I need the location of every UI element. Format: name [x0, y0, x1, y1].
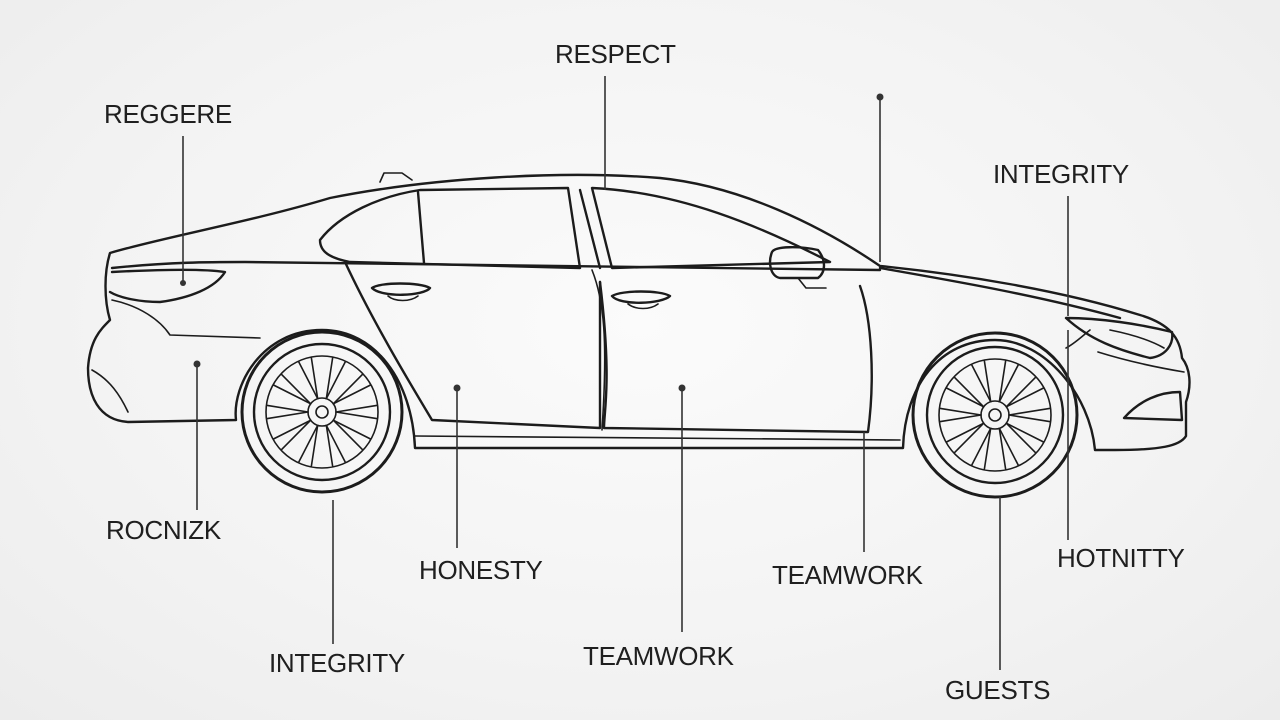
- rear-wheel-spokes: [266, 357, 378, 467]
- label-rocnizk: ROCNIZK: [106, 515, 221, 545]
- front-handle-recess: [627, 303, 659, 310]
- wheel-spoke: [971, 427, 992, 466]
- wheel-spoke: [325, 361, 346, 400]
- label-honesty: HONESTY: [419, 555, 543, 585]
- label-guests: GUESTS: [945, 675, 1051, 705]
- wheel-spoke: [280, 419, 312, 451]
- rear-lamp: [108, 268, 227, 304]
- wheel-spoke: [310, 424, 319, 467]
- wheel-spoke: [298, 361, 319, 400]
- wheel-spoke: [332, 419, 371, 440]
- side-mirror: [768, 246, 826, 280]
- side-skirt: [414, 435, 901, 441]
- front-wheel-spokes: [939, 360, 1051, 470]
- front-bumper-line: [1097, 351, 1185, 373]
- front-window: [590, 186, 832, 270]
- wheel-spoke: [1005, 387, 1044, 408]
- wheel-spoke: [946, 387, 985, 408]
- front-wheel: [911, 331, 1079, 499]
- wheel-spoke: [273, 419, 312, 440]
- label-teamwork-right: TEAMWORK: [772, 560, 923, 590]
- b-pillar: [578, 188, 602, 270]
- front-fog-lamp: [1122, 390, 1184, 422]
- wheel-spoke: [953, 422, 985, 454]
- wheel-spoke: [266, 404, 309, 413]
- wheel-spoke: [310, 357, 319, 400]
- wheel-spoke: [325, 424, 334, 467]
- wheel-spoke: [298, 424, 319, 463]
- callout-lines: [180, 76, 1069, 670]
- wheel-spoke: [266, 411, 309, 420]
- label-integrity-bottom: INTEGRITY: [269, 648, 405, 678]
- wheel-spoke: [939, 414, 982, 423]
- wheel-spoke: [332, 384, 371, 405]
- wheel-spoke: [273, 384, 312, 405]
- wheel-spoke: [1008, 414, 1051, 423]
- callout-dot-rocnizk: [193, 360, 201, 368]
- rear-window: [318, 186, 582, 270]
- rear-door-outline: [343, 260, 602, 430]
- mirror-stem: [797, 277, 827, 289]
- wheel-spoke: [1008, 407, 1051, 416]
- wheel-spoke: [325, 357, 334, 400]
- headlight: [1064, 316, 1174, 360]
- label-hotnitty: HOTNITTY: [1057, 543, 1185, 573]
- wheel-spoke: [946, 422, 985, 443]
- wheel-spoke: [983, 360, 992, 403]
- rear-handle-recess: [387, 295, 419, 302]
- label-respect: RESPECT: [555, 39, 676, 69]
- trunk-edge-line: [110, 260, 882, 272]
- label-integrity-top: INTEGRITY: [993, 159, 1129, 189]
- wheel-spoke: [325, 424, 346, 463]
- c-pillar: [416, 190, 426, 265]
- callout-dot-honesty: [453, 384, 461, 392]
- rear-door-handle: [370, 282, 432, 296]
- wheel-spoke: [335, 404, 378, 413]
- wheel-spoke: [332, 419, 364, 451]
- car-outline: [86, 172, 1191, 499]
- headlight-inner: [1109, 329, 1165, 349]
- front-door-handle: [610, 290, 672, 304]
- roof-antenna: [379, 172, 413, 183]
- wheel-spoke: [335, 411, 378, 420]
- front-fender-arch: [1065, 329, 1091, 349]
- wheel-spoke: [332, 373, 364, 405]
- callout-dot-teamwork-center: [678, 384, 686, 392]
- wheel-spoke: [998, 360, 1007, 403]
- rear-wheel: [240, 330, 404, 494]
- wheel-spoke: [953, 376, 985, 408]
- wheel-spoke: [998, 427, 1019, 466]
- wheel-spoke: [971, 364, 992, 403]
- rear-diffuser: [91, 369, 129, 413]
- door-seam: [591, 269, 606, 431]
- wheel-spoke: [939, 407, 982, 416]
- front-door-outline: [598, 280, 873, 434]
- callout-dot-tall-front: [876, 93, 884, 101]
- wheel-spoke: [1005, 422, 1037, 454]
- rear-bumper-line: [111, 299, 261, 339]
- wheel-spoke: [983, 427, 992, 470]
- callout-dot-reggere: [180, 280, 186, 286]
- wheel-spoke: [998, 427, 1007, 470]
- label-teamwork-center: TEAMWORK: [583, 641, 734, 671]
- wheel-spoke: [998, 364, 1019, 403]
- wheel-spoke: [1005, 376, 1037, 408]
- hood-crease: [878, 266, 1122, 320]
- label-reggere: REGGERE: [104, 99, 232, 129]
- wheel-spoke: [280, 373, 312, 405]
- wheel-spoke: [1005, 422, 1044, 443]
